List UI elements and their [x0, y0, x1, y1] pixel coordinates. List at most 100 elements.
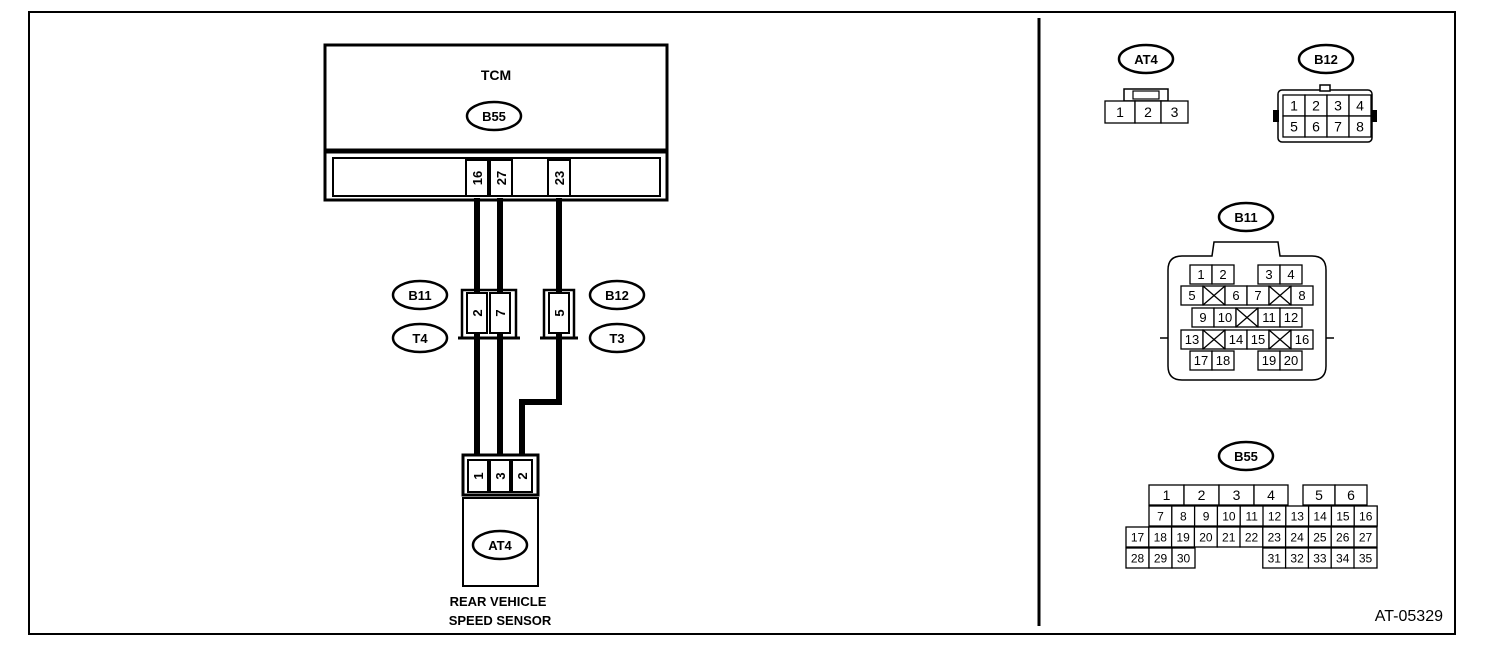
- sensor-pin-cell: [489, 459, 511, 493]
- b55-pin-number: 5: [1315, 487, 1323, 503]
- tcm-pin-cell: [489, 159, 513, 197]
- b12-pin-cell: [548, 292, 570, 334]
- b12-side-tab: [1371, 110, 1377, 122]
- t4-badge: [391, 322, 449, 354]
- b11-pin-number: 19: [1262, 353, 1276, 368]
- b11-view-badge: [1217, 201, 1275, 233]
- b11-pin-number: 17: [1194, 353, 1208, 368]
- b55-pin-number: 25: [1313, 530, 1327, 544]
- b11-view-label: B11: [1234, 210, 1257, 225]
- b11-label: B11: [408, 288, 431, 303]
- b55-pin-number: 20: [1199, 530, 1213, 544]
- b55-pin-number: 6: [1347, 487, 1355, 503]
- t4-label: T4: [412, 331, 428, 346]
- b11-pin-number: 12: [1284, 310, 1298, 325]
- sensor-connector-badge: [471, 529, 529, 561]
- b55-pin-number: 32: [1290, 551, 1304, 565]
- t3-badge: [588, 322, 646, 354]
- b11-pin-cell: [1290, 329, 1314, 350]
- b12-latch: [1319, 84, 1331, 92]
- b11-pin-number: 13: [1185, 332, 1199, 347]
- tcm-label: TCM: [481, 67, 511, 83]
- b55-pin-cell: [1334, 484, 1368, 506]
- b11-connector-bracket: [460, 288, 518, 338]
- b12-pin-number: 8: [1356, 119, 1364, 135]
- b55-pin-cell: [1353, 526, 1378, 548]
- b55-pin-number: 17: [1131, 530, 1145, 544]
- b12-pin-number: 2: [1312, 98, 1320, 114]
- sensor-name-line2: SPEED SENSOR: [449, 613, 552, 628]
- b11-pin-cell: [1279, 350, 1303, 371]
- b55-pin-number: 7: [1157, 509, 1164, 523]
- b11-pin-number: 7: [1254, 288, 1261, 303]
- b55-pin-number: 8: [1180, 509, 1187, 523]
- b55-pin-number: 24: [1290, 530, 1304, 544]
- at4-pin-number: 3: [1171, 104, 1179, 120]
- b11-pin-number: 8: [1298, 288, 1305, 303]
- b12-pin-number: 5: [1290, 119, 1298, 135]
- tcm-connector-badge: [465, 100, 523, 132]
- sensor-pin-label: 2: [515, 472, 530, 479]
- b12-view-label: B12: [1314, 52, 1338, 67]
- b55-pin-number: 27: [1359, 530, 1373, 544]
- at4-view-label: AT4: [1134, 52, 1158, 67]
- b55-pin-number: 13: [1291, 509, 1305, 523]
- tcm-box: [323, 43, 669, 152]
- at4-latch-inner: [1132, 90, 1160, 100]
- b11-pin-cell: [1290, 285, 1314, 306]
- b11-badge: [391, 279, 449, 311]
- b55-pin-number: 33: [1313, 551, 1327, 565]
- b55-pin-number: 21: [1222, 530, 1236, 544]
- b55-pin-number: 12: [1268, 509, 1282, 523]
- b55-pin-number: 35: [1359, 551, 1373, 565]
- b11-pin-number: 2: [1219, 267, 1226, 282]
- b11-pin-number: 20: [1284, 353, 1298, 368]
- diagram-frame: [28, 11, 1456, 635]
- b55-pin-number: 34: [1336, 551, 1350, 565]
- tcm-connector-label: B55: [482, 109, 506, 124]
- b11-pin-cell: [1211, 350, 1235, 371]
- b55-pin-number: 30: [1177, 551, 1191, 565]
- b55-view-badge: [1217, 440, 1275, 472]
- b11-pin-number: 10: [1218, 310, 1232, 325]
- b11-pin-cell: [466, 292, 488, 334]
- b55-pin-number: 1: [1163, 487, 1171, 503]
- sensor-pin-label: 3: [493, 472, 508, 479]
- b55-pin-number: 23: [1268, 530, 1282, 544]
- at4-pin-number: 1: [1116, 104, 1124, 120]
- b11-blank-mark: [1202, 329, 1226, 350]
- b11-blank-mark: [1268, 329, 1292, 350]
- b11-pin-label: 7: [493, 309, 508, 316]
- b11-blank-mark: [1268, 285, 1292, 306]
- b55-pin-number: 16: [1359, 509, 1373, 523]
- b55-pin-number: 4: [1267, 487, 1275, 503]
- b55-pin-cell: [1353, 505, 1378, 527]
- b11-pin-number: 16: [1295, 332, 1309, 347]
- b55-pin-number: 28: [1131, 551, 1145, 565]
- b55-pin-number: 18: [1154, 530, 1168, 544]
- b55-pin-cell: [1171, 547, 1196, 569]
- b11-pin-number: 15: [1251, 332, 1265, 347]
- sensor-pin-label: 1: [471, 472, 486, 479]
- sensor-connector-label: AT4: [488, 538, 512, 553]
- b55-pin-cell: [1253, 484, 1289, 506]
- b55-pin-number: 26: [1336, 530, 1350, 544]
- b55-pin-cell: [1353, 547, 1378, 569]
- b55-pin-number: 3: [1233, 487, 1241, 503]
- b12-connector-bracket: [542, 288, 576, 338]
- b11-pin-cell: [489, 292, 511, 334]
- tcm-pin-label: 23: [552, 171, 567, 185]
- tcm-pin-cell: [465, 159, 489, 197]
- b11-pin-cell: [1211, 264, 1235, 285]
- b55-pin-number: 19: [1176, 530, 1190, 544]
- rear-vehicle-speed-sensor: 1 3 2 AT4 REAR VEHICLE SPEED SENSOR: [449, 453, 552, 628]
- b11-pin-number: 3: [1265, 267, 1272, 282]
- b12-pin-cell: [1348, 115, 1372, 138]
- b55-pin-number: 10: [1222, 509, 1236, 523]
- b11-pin-number: 6: [1232, 288, 1239, 303]
- b11-pin-number: 4: [1287, 267, 1294, 282]
